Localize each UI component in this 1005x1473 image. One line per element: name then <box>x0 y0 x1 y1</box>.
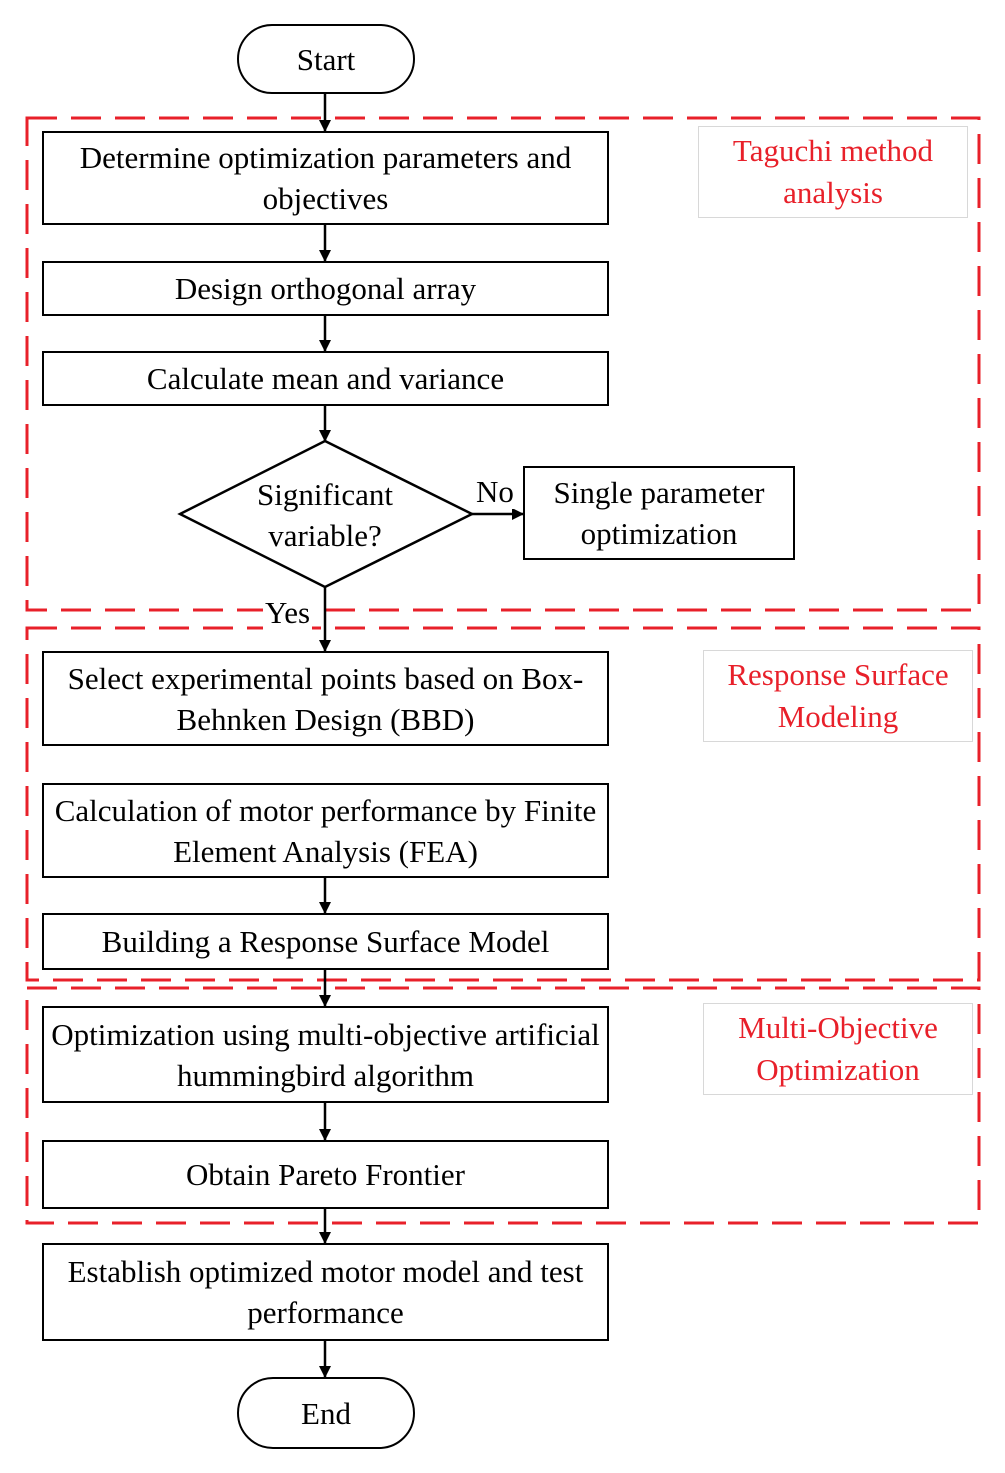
build-rsm-box: Building a Response Surface Model <box>42 913 609 970</box>
stage-label-rsm-text: Response Surface Modeling <box>727 657 949 734</box>
determine-parameters-label: Determine optimization parameters and ob… <box>79 140 572 216</box>
determine-parameters-box: Determine optimization parameters and ob… <box>42 131 609 225</box>
establish-model-box: Establish optimized motor model and test… <box>42 1243 609 1341</box>
stage-label-rsm: Response Surface Modeling <box>703 650 973 742</box>
single-parameter-label: Single parameter optimization <box>553 475 765 551</box>
select-points-box: Select experimental points based on Box-… <box>42 651 609 746</box>
select-points-label: Select experimental points based on Box-… <box>67 660 584 737</box>
decision-label: Significant variable? <box>256 477 394 553</box>
start-terminal: Start <box>237 24 415 94</box>
fea-label: Calculation of motor performance by Fini… <box>54 792 597 869</box>
edge-label-no: No <box>474 474 516 509</box>
calc-mean-variance-box: Calculate mean and variance <box>42 351 609 406</box>
edge-label-yes: Yes <box>263 595 313 630</box>
start-label: Start <box>296 41 356 77</box>
build-rsm-label: Building a Response Surface Model <box>101 924 550 959</box>
design-array-label: Design orthogonal array <box>174 271 477 306</box>
calc-mean-variance-label: Calculate mean and variance <box>146 361 505 396</box>
stage-frame-rsm <box>25 626 981 982</box>
end-terminal: End <box>237 1377 415 1449</box>
stage-label-moo-text: Multi-Objective Optimization <box>738 1010 938 1087</box>
stage-label-taguchi: Taguchi method analysis <box>698 126 968 218</box>
single-parameter-box: Single parameter optimization <box>523 466 795 560</box>
stage-label-moo: Multi-Objective Optimization <box>703 1003 973 1095</box>
decision-diamond <box>177 439 475 589</box>
establish-model-label: Establish optimized motor model and test… <box>67 1254 584 1330</box>
mohb-box: Optimization using multi-objective artif… <box>42 1006 609 1103</box>
fea-box: Calculation of motor performance by Fini… <box>42 783 609 878</box>
stage-frame-moo <box>25 986 981 1225</box>
pareto-box: Obtain Pareto Frontier <box>42 1140 609 1209</box>
pareto-label: Obtain Pareto Frontier <box>186 1157 465 1192</box>
mohb-label: Optimization using multi-objective artif… <box>51 1016 600 1093</box>
stage-label-taguchi-text: Taguchi method analysis <box>732 133 934 210</box>
design-array-box: Design orthogonal array <box>42 261 609 316</box>
end-label: End <box>301 1395 351 1431</box>
stage-frame-taguchi <box>25 116 981 612</box>
